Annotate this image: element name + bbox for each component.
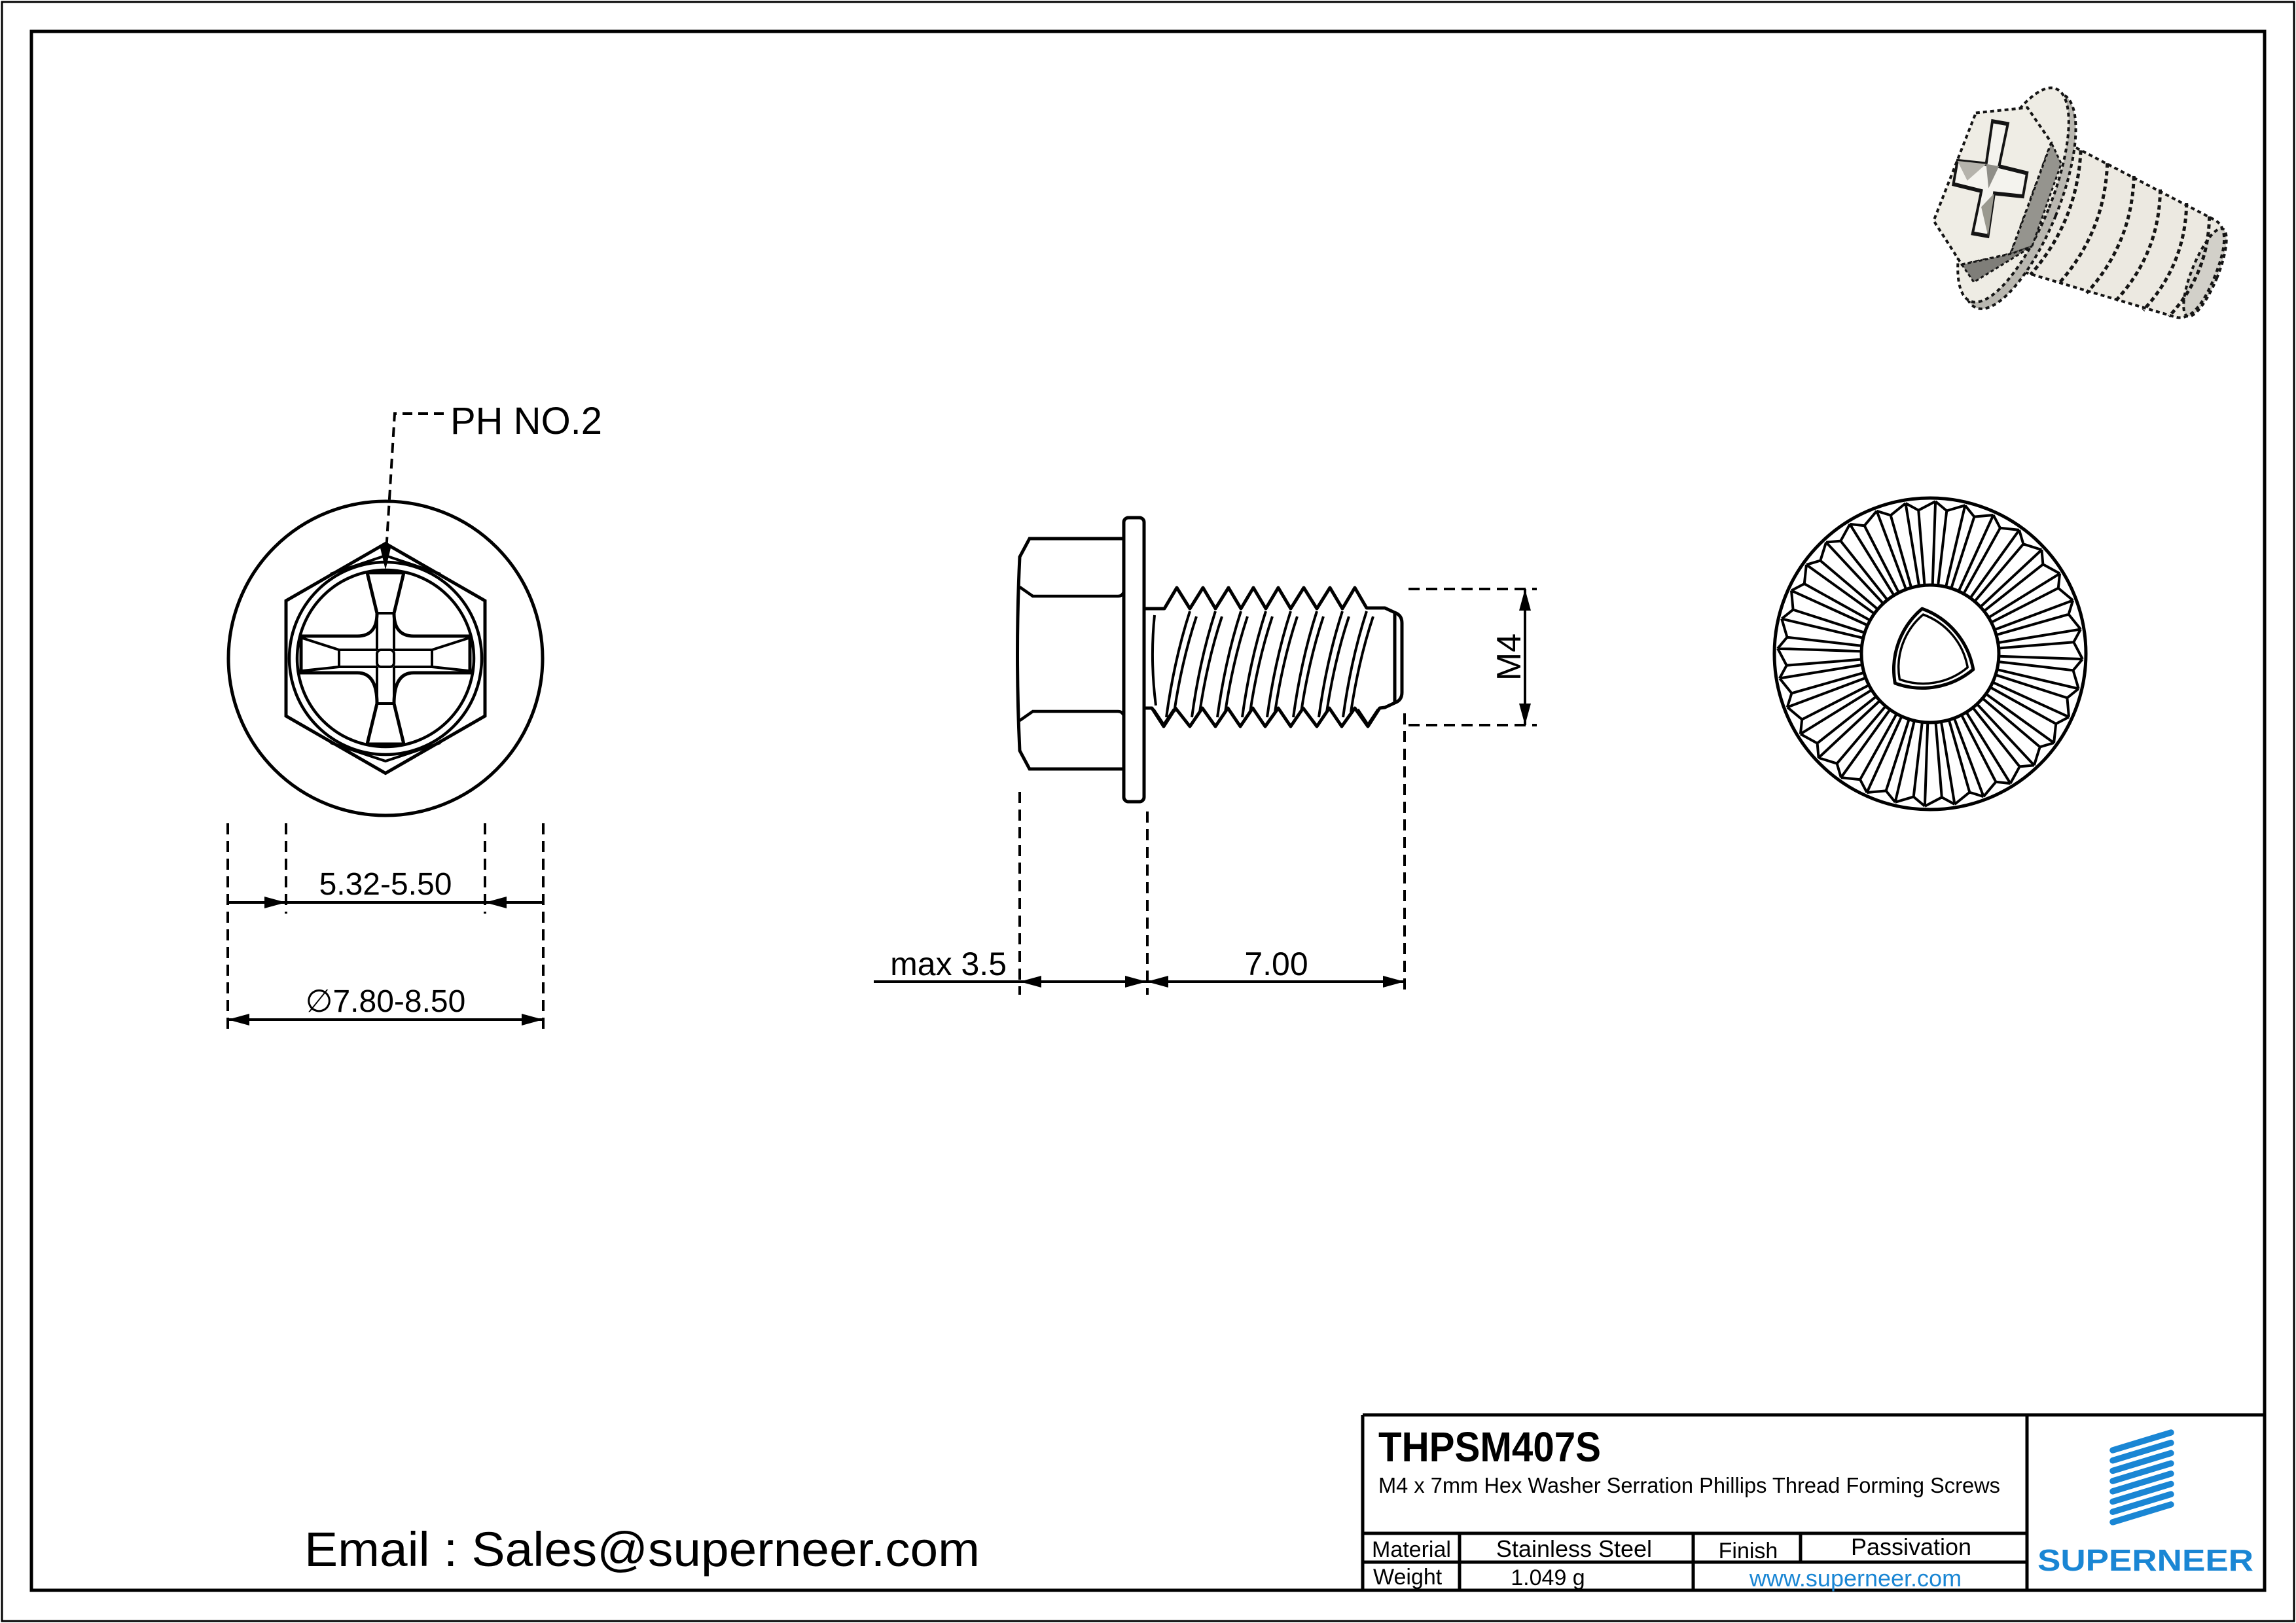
serration-teeth (1776, 500, 2084, 808)
superneer-logo-stripes-icon (2109, 1429, 2174, 1525)
brand-wordmark: SUPERNEER (2037, 1543, 2253, 1577)
phillips-callout-label: PH NO.2 (450, 400, 602, 442)
weight-value: 1.049 g (1511, 1565, 1585, 1590)
head-facet-line (1018, 709, 1126, 722)
extension-lines (1018, 713, 1406, 995)
logo-stripe (2109, 1480, 2174, 1505)
arrowhead (485, 897, 507, 908)
hex-head-side (1016, 537, 1124, 771)
thread-forming-lobe-highlight (1355, 708, 1380, 728)
part-number: THPSM407S (1378, 1423, 1601, 1471)
logo-stripe (2109, 1450, 2174, 1474)
phillips-recess-3d (1952, 118, 2029, 239)
logo-stripe (2109, 1501, 2174, 1525)
title-block: THPSM407S M4 x 7mm Hex Washer Serration … (1361, 1413, 2265, 1592)
head-facet-line (1018, 586, 1126, 598)
phillips-recess-outline (299, 571, 472, 746)
trilobe-hole-inner (1897, 613, 1969, 685)
finish-label: Finish (1719, 1539, 1778, 1563)
inner-border (29, 29, 2267, 1592)
arrowhead (1020, 976, 1041, 988)
washer-inner-ring (1859, 583, 2001, 724)
m4-extension-lines (1408, 588, 1537, 726)
top-view: PH NO.2 5.32-5.50 ∅7.80-8.50 (226, 400, 602, 1031)
trilobe-hole-outer (1892, 607, 1975, 690)
callout-arrowhead (380, 545, 391, 570)
dim-thread-length-text: 7.00 (1244, 946, 1308, 982)
extension-lines (226, 823, 545, 1031)
logo-stripe (2109, 1491, 2174, 1515)
contact-email: Email : Sales@superneer.com (304, 1522, 980, 1577)
finish-value: Passivation (1851, 1533, 1971, 1560)
logo-stripe (2109, 1439, 2174, 1464)
title-block-grid (1361, 1413, 2265, 1590)
logo-stripe (2109, 1429, 2174, 1454)
arrowhead (1519, 704, 1531, 725)
head-rim-circle-inner (295, 568, 476, 749)
thread-forming-lobe-highlight (1151, 708, 1176, 728)
shank-outline (2011, 139, 2226, 319)
arrowhead (1147, 976, 1168, 988)
hex-outline (284, 541, 487, 776)
head-rim-circle-outer (287, 560, 484, 757)
part-description: M4 x 7mm Hex Washer Serration Phillips T… (1378, 1473, 2000, 1497)
arrowhead (228, 1014, 249, 1026)
generated-line (1151, 611, 1374, 718)
dim-head-height-text: max 3.5 (890, 946, 1007, 982)
arrowhead (1383, 976, 1405, 988)
hex-chamfer-lines (330, 554, 441, 763)
callout-leader-line (385, 412, 444, 552)
generated-line (1776, 500, 2084, 808)
arrowhead (264, 897, 286, 908)
screw-3d-render (1932, 86, 2228, 319)
material-label: Material (1372, 1537, 1451, 1562)
hex-facet-dark (1960, 245, 2033, 284)
dim-thread-size-text: M4 (1490, 633, 1528, 681)
phillips-center-square (376, 649, 395, 668)
washer-outer-circle (1772, 496, 2088, 812)
logo-stripe (2109, 1471, 2174, 1495)
thread-ridges-3d (2029, 150, 2212, 318)
thread-helix-lines (1151, 611, 1374, 718)
weight-label: Weight (1373, 1565, 1443, 1590)
dim-across-flats-text: 5.32-5.50 (319, 867, 452, 902)
dim-washer-dia-text: ∅7.80-8.50 (306, 984, 466, 1019)
website-link[interactable]: www.superneer.com (1749, 1565, 1962, 1592)
thread-outline (1145, 586, 1404, 728)
hex-facet-shaded (2009, 140, 2062, 256)
washer-serration-view (1772, 496, 2088, 812)
logo-stripe (2109, 1460, 2174, 1484)
arrowhead (1125, 976, 1147, 988)
arrowhead (1519, 589, 1531, 611)
arrowhead (522, 1014, 543, 1026)
material-value: Stainless Steel (1496, 1535, 1652, 1562)
washer-outline-circle (226, 499, 545, 817)
phillips-recess-detail (302, 612, 469, 705)
side-view: M4 max 3.5 7.00 (874, 516, 1537, 995)
washer-flange-side (1122, 516, 1146, 804)
